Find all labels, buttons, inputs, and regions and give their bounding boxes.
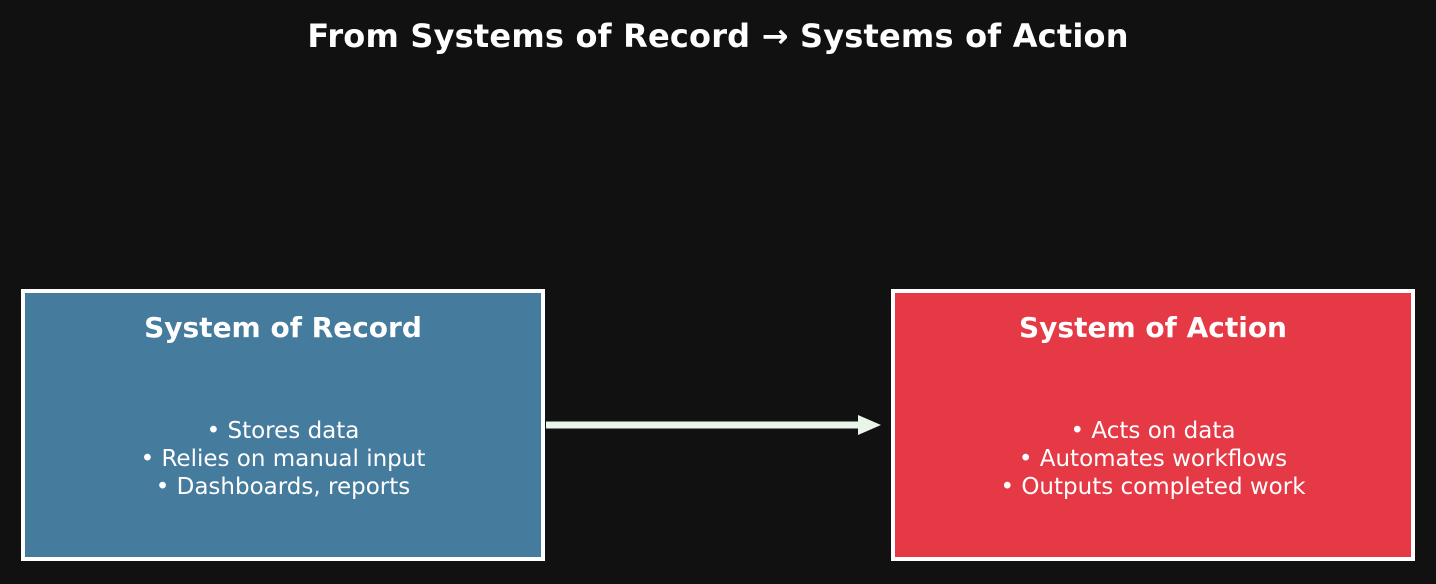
page-title: From Systems of Record → Systems of Acti… [307, 17, 1129, 55]
arrow-right-icon [546, 415, 881, 435]
bullet-item: • Relies on manual input [140, 446, 426, 472]
node-heading-system-of-record: System of Record [144, 311, 422, 344]
node-system-of-action[interactable]: System of Action • Acts on data • Automa… [891, 289, 1415, 561]
bullet-item: • Stores data [206, 418, 360, 444]
node-bullets-system-of-action: • Acts on data • Automates workflows • O… [895, 417, 1411, 501]
node-heading-system-of-action: System of Action [1019, 311, 1287, 344]
bullet-item: • Acts on data [1070, 418, 1236, 444]
bullet-item: • Dashboards, reports [155, 474, 411, 500]
bullet-item: • Automates workflows [1018, 446, 1288, 472]
bullet-item: • Outputs completed work [1000, 474, 1306, 500]
node-bullets-system-of-record: • Stores data • Relies on manual input •… [25, 417, 541, 501]
node-system-of-record[interactable]: System of Record • Stores data • Relies … [21, 289, 545, 561]
